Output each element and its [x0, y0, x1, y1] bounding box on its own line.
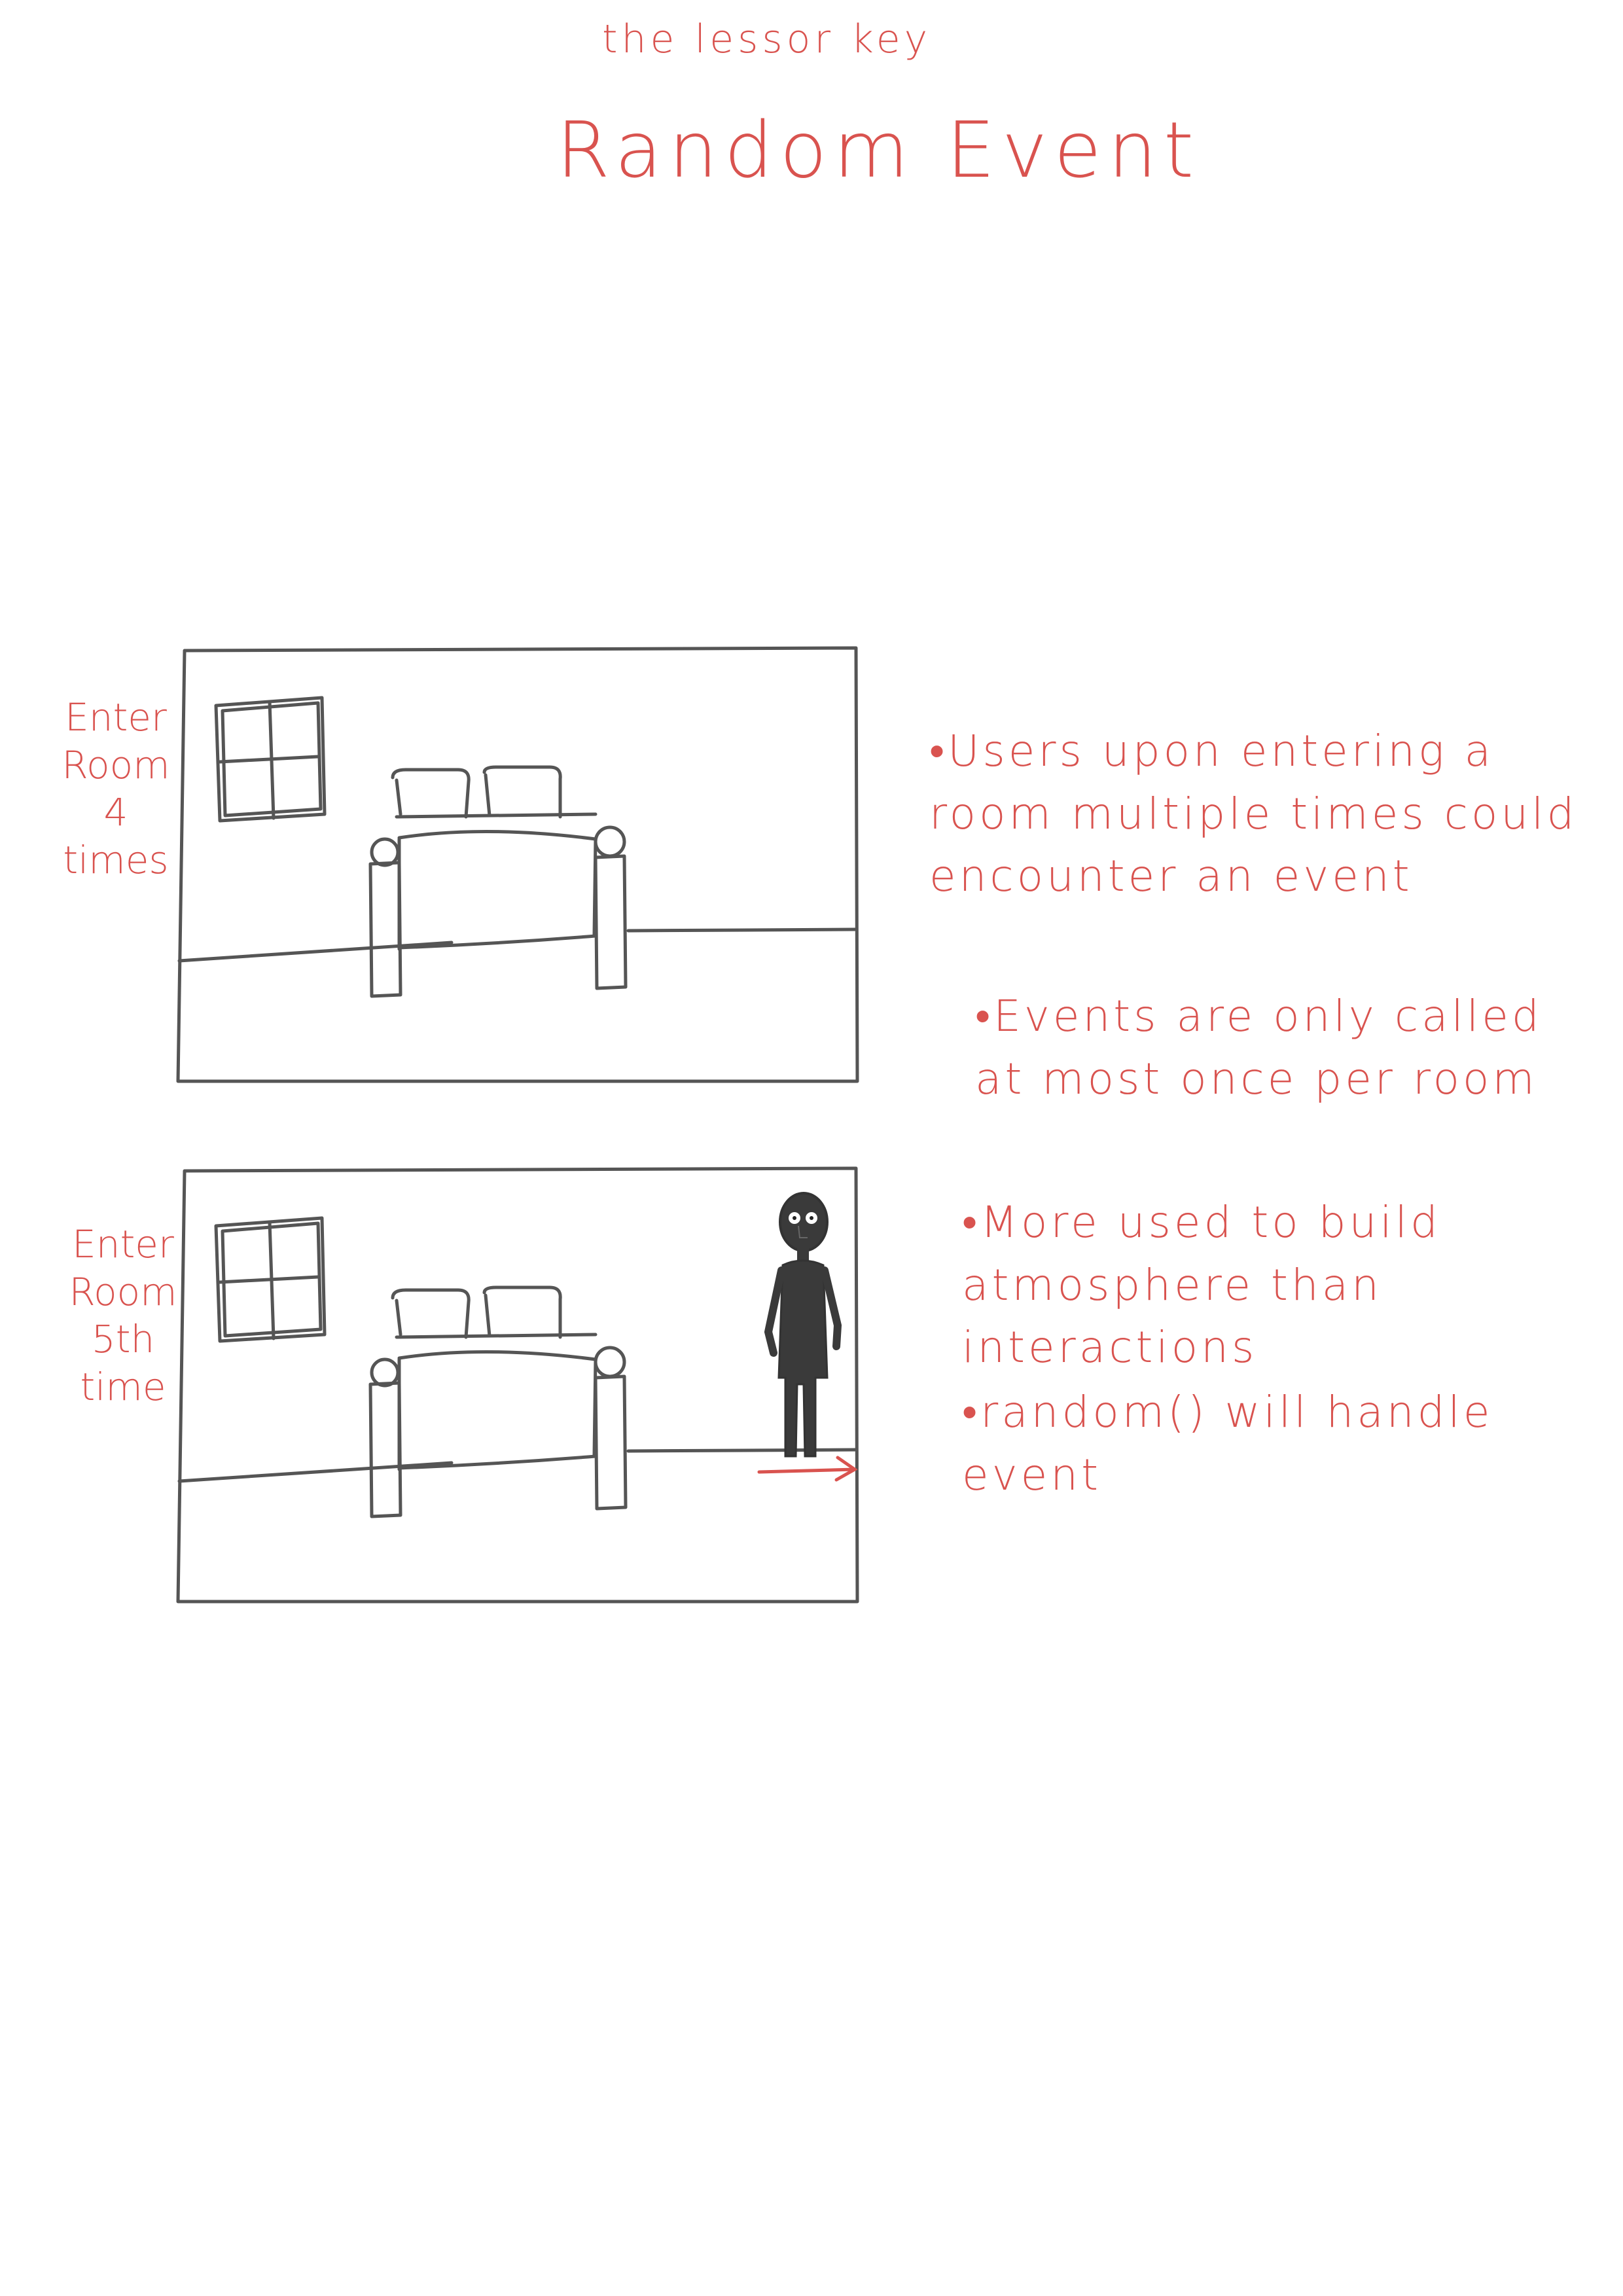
bed-icon [368, 1285, 628, 1518]
panel-frame [176, 1166, 859, 1604]
direction-arrow-icon [757, 1456, 858, 1482]
panel-frame [176, 646, 859, 1083]
floor-line [177, 1461, 454, 1483]
note-4: •random() will handle event [962, 1387, 1493, 1500]
bedroom-sketch-with-figure [176, 1166, 859, 1604]
storyboard-panel-1 [170, 641, 870, 1093]
note-3: •More used to build atmosphere than inte… [962, 1197, 1441, 1373]
note-2: •Events are only called at most once per… [975, 991, 1543, 1104]
storyboard-panel-2 [170, 1162, 870, 1613]
shadow-figure-icon [764, 1192, 842, 1458]
window-icon [214, 1216, 327, 1343]
floor-line [177, 941, 454, 963]
bedroom-sketch [176, 646, 859, 1083]
project-subtitle: the lessor key [602, 16, 932, 62]
window-icon [214, 696, 327, 823]
note-1: •Users upon entering a room multiple tim… [929, 726, 1578, 902]
panel-2-label: Enter Room 5th time [69, 1222, 177, 1409]
bed-icon [368, 765, 628, 998]
panel-1-label: Enter Room 4 times [62, 695, 170, 882]
page-title: Random Event [556, 105, 1201, 195]
